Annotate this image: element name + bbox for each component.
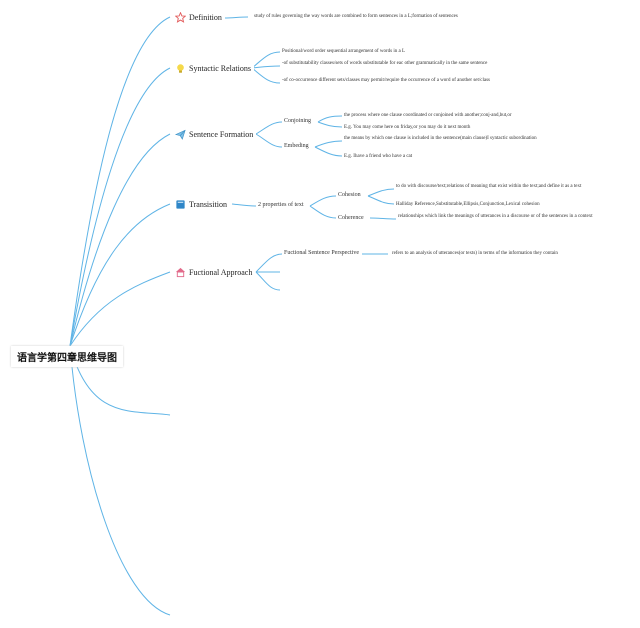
link-transition-properties	[231, 203, 257, 207]
subtopic-conjoining[interactable]: Conjoining	[284, 118, 312, 124]
link-embeding-note-2	[314, 146, 343, 157]
topic-sentence-formation[interactable]: Sentence Formation	[172, 128, 257, 141]
paper-plane-icon	[175, 129, 186, 140]
topic-definition[interactable]: Definition	[172, 11, 225, 24]
book-icon	[176, 200, 185, 209]
syntactic-note-positional: Positional/word order sequential arrange…	[282, 49, 406, 54]
embeding-note-example: E.g. Ihave a friend who have a cat	[344, 154, 413, 159]
link-root-functional	[69, 271, 171, 347]
conjoining-note-definition: the process where one clause coordinated…	[344, 113, 512, 118]
link-formation-conjoining	[255, 121, 283, 135]
topic-fuctional-approach-label: Fuctional Approach	[189, 268, 253, 277]
conjoining-note-example: E.g. You may come here on friday,or you …	[344, 125, 471, 130]
subtopic-fuctional-sentence-perspective[interactable]: Fuctional Sentence Perspective	[284, 250, 359, 256]
topic-transisition[interactable]: Transisition	[172, 198, 230, 211]
link-cohesion-note-1	[367, 188, 395, 197]
link-properties-coherence	[309, 205, 337, 219]
topic-syntactic-relations-label: Syntactic Relations	[189, 64, 251, 73]
link-cohesion-note-2	[367, 195, 395, 205]
subtopic-embeding[interactable]: Embeding	[284, 143, 309, 149]
star-icon	[175, 12, 186, 23]
link-syntactic-note-1	[251, 51, 281, 69]
link-root-definition	[69, 16, 171, 347]
topic-definition-label: Definition	[189, 13, 222, 22]
link-functional-empty-2	[255, 271, 281, 291]
link-embeding-note-1	[314, 140, 343, 148]
embeding-note-definition: the means by which one clause is include…	[344, 136, 537, 141]
link-properties-cohesion	[309, 195, 337, 207]
link-formation-embeding	[255, 133, 283, 148]
link-root-syntactic	[69, 67, 171, 347]
syntactic-note-substitutability: -of substitutability classes/sets of wor…	[282, 61, 488, 66]
properties-of-text[interactable]: 2 properties of text	[258, 202, 304, 208]
link-coherence-note	[369, 217, 397, 220]
topic-sentence-formation-label: Sentence Formation	[189, 130, 254, 139]
fsp-note-definition: refers to an analysis of utterances(or t…	[392, 251, 558, 256]
coherence-note-definition: relationships which link the meanings of…	[398, 214, 593, 219]
house-icon	[175, 267, 186, 278]
link-conjoining-note-2	[317, 121, 343, 128]
link-functional-fsp	[255, 253, 283, 273]
subtopic-coherence[interactable]: Coherence	[338, 215, 364, 221]
link-definition-note	[223, 16, 249, 19]
cohesion-note-halliday: Halliday Reference,Substitutable,Ellipsi…	[396, 202, 540, 207]
lightbulb-icon	[177, 64, 184, 73]
syntactic-note-co-occurrence: -of co-occurrence different sets/classes…	[282, 78, 491, 83]
link-syntactic-note-3	[251, 67, 281, 84]
definition-note: study of rules governing the way words a…	[254, 14, 458, 19]
subtopic-cohesion[interactable]: Cohesion	[338, 192, 361, 198]
cohesion-note-definition: to do with discourse/text;relations of m…	[396, 184, 582, 189]
link-conjoining-note-1	[317, 115, 343, 123]
link-root-transition	[69, 203, 171, 347]
topic-syntactic-relations[interactable]: Syntactic Relations	[172, 62, 254, 75]
topic-transisition-label: Transisition	[189, 200, 227, 209]
link-syntactic-note-2	[251, 65, 281, 69]
link-root-formation	[69, 133, 171, 347]
topic-fuctional-approach[interactable]: Fuctional Approach	[172, 266, 256, 279]
root-topic[interactable]: 语言学第四章思维导图	[11, 346, 123, 367]
link-root-empty-2	[69, 345, 171, 616]
